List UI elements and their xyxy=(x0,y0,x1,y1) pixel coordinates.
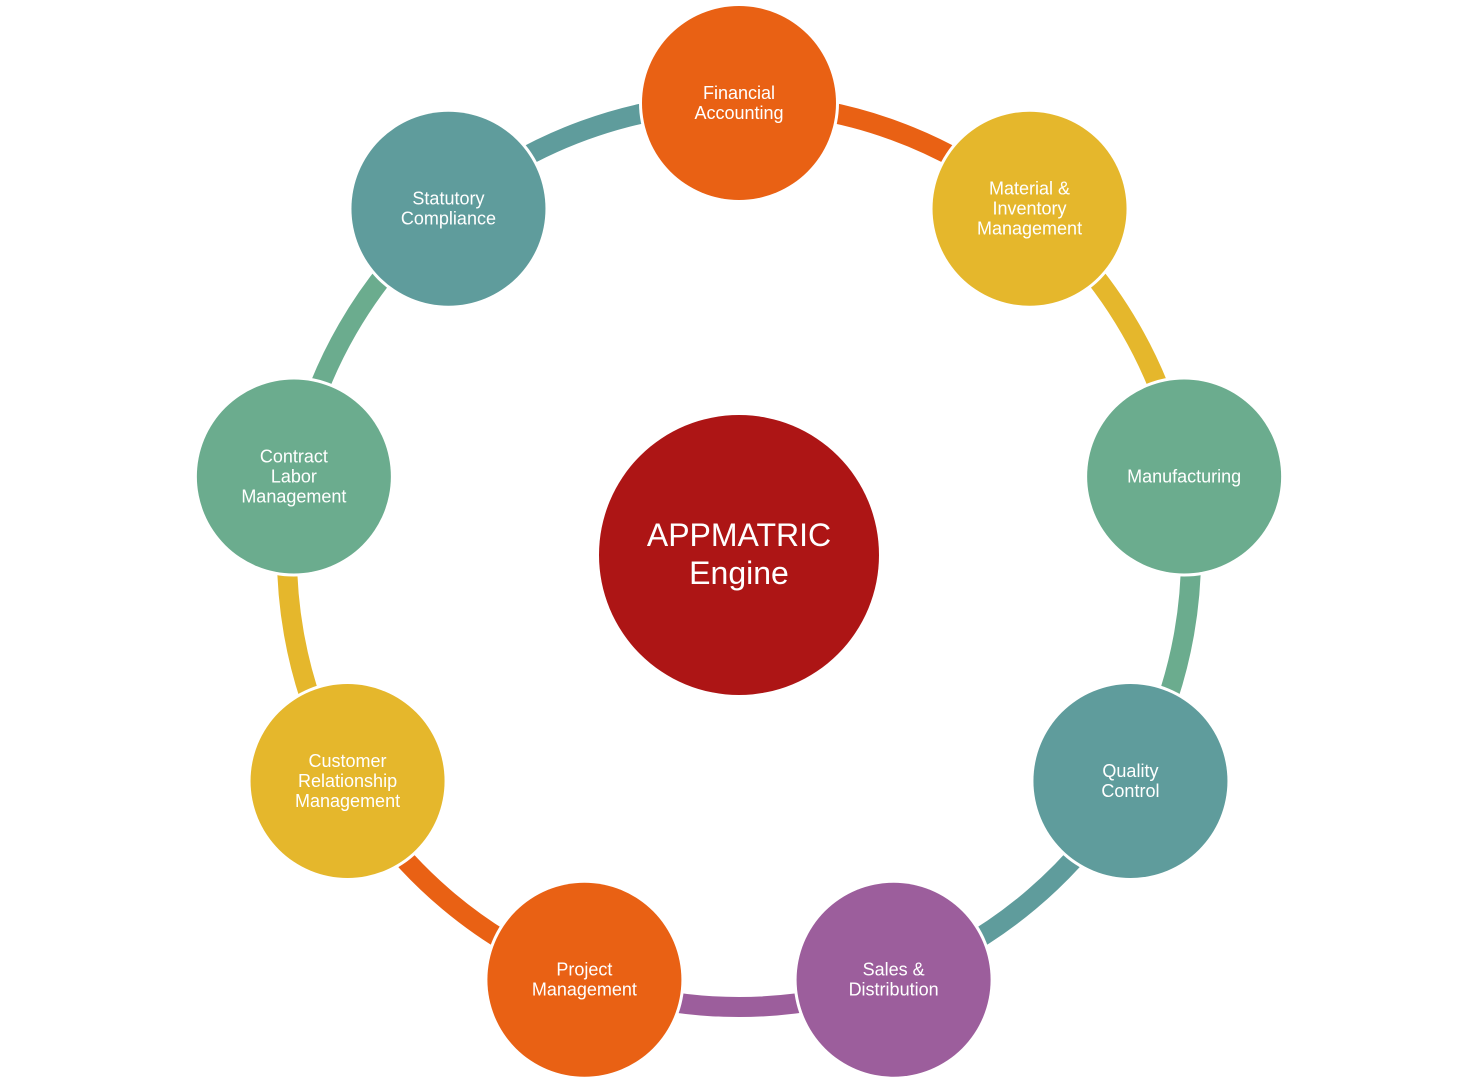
module-circle xyxy=(250,684,445,878)
module-label-line: Quality xyxy=(1102,761,1158,781)
module-label-line: Financial xyxy=(703,83,775,103)
module-label-line: Contract xyxy=(260,447,328,467)
module-label-line: Relationship xyxy=(298,771,397,791)
module-circle xyxy=(196,379,391,574)
module-label-line: Statutory xyxy=(412,189,484,209)
module-label-line: Customer xyxy=(309,751,387,771)
center-hub-label-line: APPMATRIC xyxy=(647,517,831,553)
module-label-line: Project xyxy=(556,960,612,980)
module-label-line: Sales & xyxy=(863,960,925,980)
module-label-line: Compliance xyxy=(401,209,496,229)
center-hub-label-line: Engine xyxy=(689,555,789,591)
module-circle xyxy=(1087,379,1282,574)
module-label-line: Accounting xyxy=(694,103,783,123)
module-label-line: Labor xyxy=(271,467,317,487)
module-label-line: Material & xyxy=(989,179,1070,199)
module-circle xyxy=(351,111,546,306)
module-label-line: Management xyxy=(977,219,1082,239)
module-label: Sales &Distribution xyxy=(849,960,939,1000)
center-hub-circle xyxy=(599,415,879,695)
module-circle xyxy=(932,111,1127,306)
module-circle xyxy=(487,882,682,1077)
module-node-manufacturing: Manufacturing xyxy=(1084,376,1285,577)
module-label-line: Management xyxy=(241,487,346,507)
module-circle xyxy=(1033,684,1228,878)
module-node-sales-distribution: Sales &Distribution xyxy=(793,879,994,1080)
module-circle xyxy=(796,882,991,1077)
module-circle xyxy=(642,6,836,200)
module-label: Manufacturing xyxy=(1127,467,1241,487)
module-label-line: Distribution xyxy=(849,980,939,1000)
module-label-line: Control xyxy=(1101,781,1159,801)
module-label-line: Manufacturing xyxy=(1127,467,1241,487)
module-label-line: Inventory xyxy=(993,199,1067,219)
module-label-line: Management xyxy=(295,791,400,811)
module-label-line: Management xyxy=(532,980,637,1000)
